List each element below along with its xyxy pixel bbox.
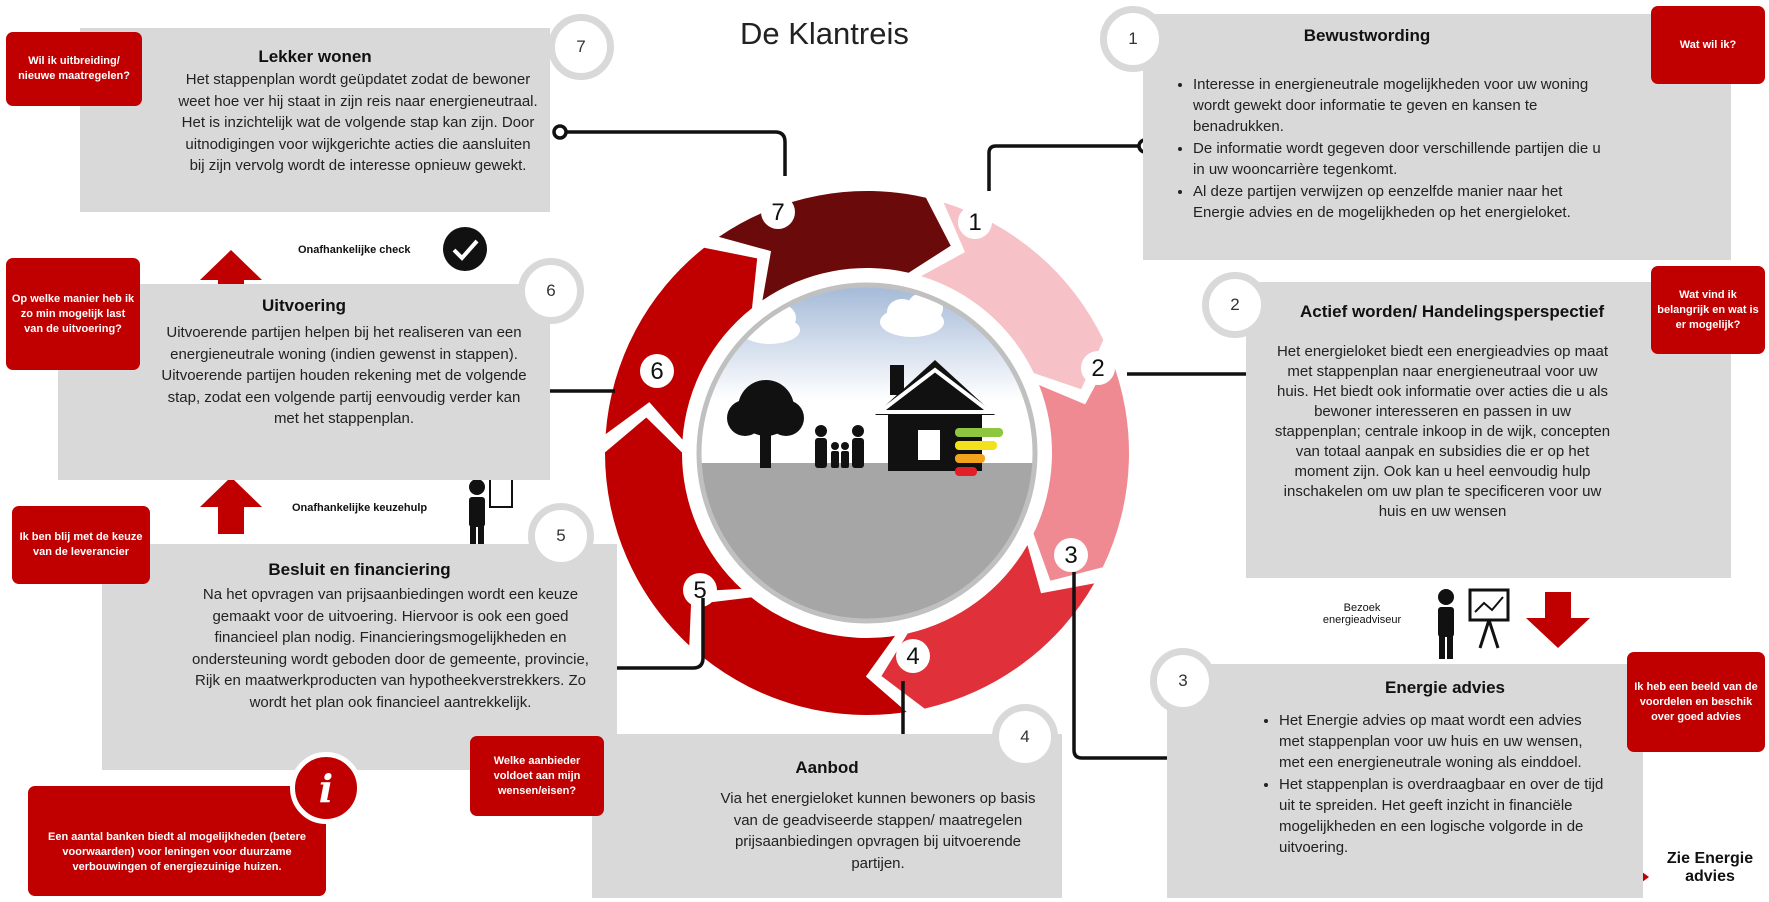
tree-icon — [727, 380, 804, 468]
cycle-number-label: 2 — [1091, 355, 1104, 382]
question-bubble-step-4: Welke aanbieder voldoet aan mijn wensen/… — [470, 736, 604, 816]
step-title: Bewustwording — [1303, 26, 1431, 45]
info-icon-glyph: i — [318, 765, 334, 811]
cycle-number-label: 3 — [1064, 542, 1077, 569]
cycle-number-label: 1 — [968, 209, 981, 236]
step-number-badge: 1 — [1100, 6, 1166, 72]
cycle-number-label: 4 — [906, 643, 919, 670]
step-card-uitvoering: Uitvoering Uitvoerende partijen helpen b… — [58, 284, 550, 480]
step-number-badge: 2 — [1202, 272, 1268, 338]
cycle-number-label: 7 — [771, 199, 784, 226]
question-bubble-step-3: Ik heb een beeld van de voordelen en bes… — [1627, 652, 1765, 752]
independent-choice-help-label: Onafhankelijke keuzehulp — [292, 502, 428, 514]
cycle-number-circle — [640, 354, 674, 388]
page-title: De Klantreis — [740, 16, 909, 51]
step-text: Via het energieloket kunnen bewoners op … — [720, 790, 1036, 872]
independent-check-label: Onafhankelijke check — [298, 244, 411, 256]
bullet: De informatie wordt gegeven door verschi… — [1193, 138, 1613, 180]
step-bullets: Het Energie advies op maat wordt een adv… — [1259, 710, 1609, 858]
step-title: Besluit en financiering — [268, 560, 451, 579]
step-text: Na het opvragen van prijsaanbiedingen wo… — [192, 586, 589, 711]
connectors — [535, 130, 1248, 762]
arrow-up-icon — [200, 477, 262, 534]
question-bubble-step-7: Wil ik uitbreiding/ nieuwe maatregelen? — [6, 32, 142, 106]
step-title: Lekker wonen — [258, 47, 372, 66]
cycle-segment-2 — [1033, 356, 1129, 581]
step-number-badge: 6 — [518, 258, 584, 324]
visit-advisor-label: Bezoek energieadviseur — [1322, 602, 1402, 626]
cycle-number-label: 5 — [693, 577, 706, 604]
see-advice-label: Zie Energie advies — [1666, 850, 1754, 885]
cycle-number-circle — [896, 639, 930, 673]
step-bullets: Interesse in energieneutrale mogelijkhed… — [1173, 74, 1613, 223]
advisor-chart-icon — [1438, 588, 1510, 659]
step-title: Actief worden/ Handelingsperspectief — [1300, 302, 1605, 321]
question-bubble-step-5: Ik ben blij met de keuze van de leveranc… — [12, 506, 150, 584]
cycle-number-label: 6 — [650, 358, 663, 385]
bullet: Het stappenplan is overdraagbaar en over… — [1279, 774, 1609, 858]
step-number-badge: 4 — [992, 704, 1058, 770]
step-number-badge: 3 — [1150, 648, 1216, 714]
cycle-number-circle — [761, 195, 795, 229]
step-title: Aanbod — [795, 758, 859, 777]
step-card-energie-advies: Energie advies Het Energie advies op maa… — [1167, 664, 1643, 898]
arrow-up-icon — [200, 250, 262, 307]
cycle-segment-1 — [921, 202, 1104, 390]
question-bubble-step-2: Wat vind ik belangrijk en wat is er moge… — [1651, 266, 1765, 354]
step-card-aanbod: Aanbod Via het energieloket kunnen bewon… — [592, 734, 1062, 898]
checkmark-icon — [443, 227, 487, 271]
step-card-actief-worden: Actief worden/ Handelingsperspectief Het… — [1246, 282, 1731, 578]
step-title: Energie advies — [1384, 678, 1505, 697]
bullet: Het Energie advies op maat wordt een adv… — [1279, 710, 1609, 773]
cycle-segment-6 — [605, 247, 758, 440]
cycle-number-circle — [1081, 351, 1115, 385]
cycle-segment-3 — [881, 545, 1095, 709]
house-icon — [874, 360, 1003, 476]
family-icon — [815, 425, 864, 468]
cycle-segment-4 — [701, 597, 907, 716]
bullet: Interesse in energieneutrale mogelijkhed… — [1193, 74, 1613, 137]
step-text: Uitvoerende partijen helpen bij het real… — [161, 324, 527, 427]
step-card-bewustwording: Bewustwording Interesse in energieneutra… — [1143, 14, 1731, 260]
step-text: Het stappenplan wordt geüpdatet zodat de… — [178, 71, 538, 174]
step-text: Het energieloket biedt een energieadvies… — [1274, 343, 1611, 520]
info-bubble: Een aantal banken biedt al mogelijkheden… — [28, 786, 326, 896]
cycle-number-circle — [683, 573, 717, 607]
presenter-board-icon — [469, 478, 513, 547]
step-number-badge: 7 — [548, 14, 614, 80]
step-number-badge: 5 — [528, 503, 594, 569]
step-card-besluit-en-financiering: Besluit en financiering Na het opvragen … — [102, 544, 617, 770]
bullet: Al deze partijen verwijzen op eenzelfde … — [1193, 181, 1613, 223]
cycle-number-circle — [958, 205, 992, 239]
arrow-down-icon — [1526, 592, 1590, 648]
cycle-number-circle — [1054, 538, 1088, 572]
question-bubble-step-1: Wat wil ik? — [1651, 6, 1765, 84]
info-icon: i — [290, 752, 362, 824]
step-card-lekker-wonen: Lekker wonen Het stappenplan wordt geüpd… — [80, 28, 550, 212]
question-bubble-step-6: Op welke manier heb ik zo min mogelijk l… — [6, 258, 140, 370]
step-title: Uitvoering — [261, 296, 347, 315]
